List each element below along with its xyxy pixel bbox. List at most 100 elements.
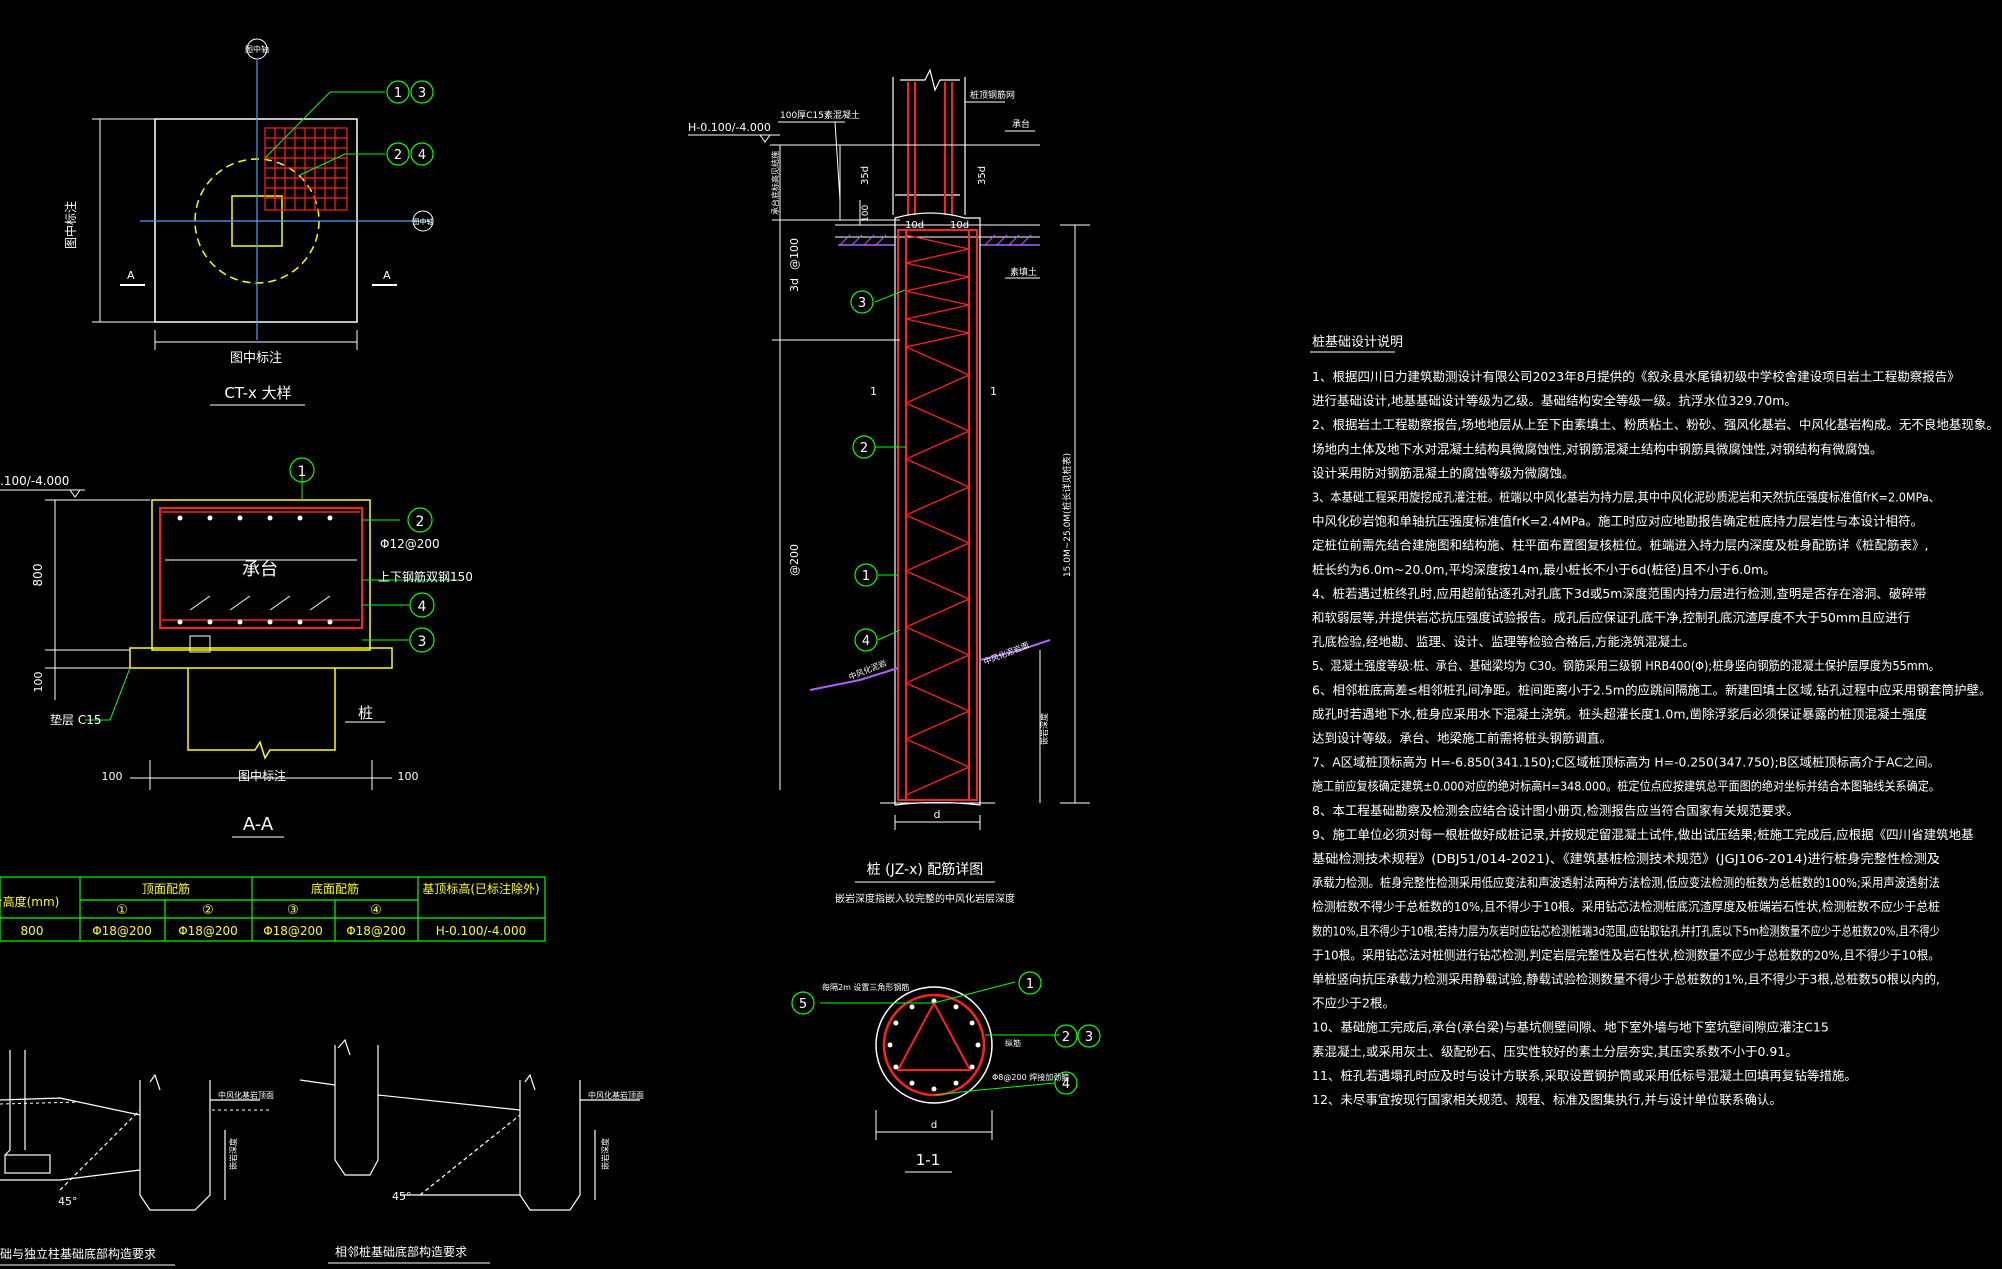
rebar-dot: [953, 1004, 959, 1010]
rebar-mesh: [264, 127, 348, 211]
note-line: 7、A区域桩顶标高为 H=-6.850(341.150);C区域桩顶标高为 H=…: [1312, 755, 1940, 770]
angle-2: 45°: [392, 1190, 412, 1203]
pile-callout-4: 4: [862, 634, 870, 649]
aa-callout-2: 2: [416, 514, 425, 530]
pile-dim-100: 100: [861, 205, 871, 222]
note-line: 桩长约为6.0m~20.0m,平均深度按14m,最小桩长不小于6d(桩径)且不小…: [1312, 562, 1776, 577]
note-line: 于10根。采用钻芯法对桩侧进行钻芯检测,判定岩层完整性及岩石性状,检测数量不应少…: [1312, 947, 1940, 962]
sec-title: 1-1: [916, 1151, 941, 1169]
tbl-h-top: 顶面配筋: [142, 881, 190, 896]
pile-dim-10d-right: 10d: [950, 220, 969, 231]
note-line: 设计采用防对钢筋混凝土的腐蚀等级为微腐蚀。: [1312, 465, 1575, 480]
tbl-sub-4: ④: [370, 903, 382, 918]
pile-dim-10d-left: 10d: [905, 220, 924, 231]
rebar-dot: [931, 1086, 937, 1092]
aa-dim-left: 100: [102, 770, 123, 783]
note-line: 不应少于2根。: [1312, 996, 1395, 1011]
tbl-cell: Φ18@200: [263, 924, 323, 938]
section-mark-right: A: [383, 269, 391, 282]
stirrup-path: [903, 234, 971, 796]
pile-callout-3: 3: [858, 296, 866, 311]
tbl-h-height: 台高度(mm): [0, 894, 59, 909]
aa-elevation: .100/-4.000: [0, 474, 69, 488]
tbl-cell: 800: [21, 924, 44, 938]
pile-subtitle: 嵌岩深度指嵌入较完整的中风化岩层深度: [835, 892, 1015, 905]
design-notes: 桩基础设计说明 1、根据四川日力建筑勘测设计有限公司2023年8月提供的《叙永县…: [1310, 335, 1999, 1107]
callout-2: 2: [394, 148, 402, 163]
dim-label-bottom: 图中标注: [230, 351, 282, 366]
aa-pile-label: 桩: [358, 704, 373, 722]
aa-dim-mid: 图中标注: [238, 768, 286, 783]
rebar-dot: [887, 1042, 893, 1048]
note-line: 12、未尽事宜按现行国家相关规范、规程、标准及图集执行,并与设计单位联系确认。: [1312, 1092, 1782, 1107]
sec-callout-1: 1: [1026, 977, 1034, 992]
pile-soil-note: 素填土: [1010, 266, 1037, 278]
note-line: 素混凝土,或采用灰土、级配砂石、压实性较好的素土分层夯实,其压实系数不小于0.9…: [1312, 1044, 1798, 1059]
note-line: 孔底检验,经地勘、监理、设计、监理等检验合格后,方能浇筑混凝土。: [1312, 634, 1695, 649]
pile-callout-1: 1: [862, 569, 870, 584]
sec-callout-5: 5: [799, 997, 807, 1012]
tbl-cell: H-0.100/-4.000: [436, 924, 526, 938]
angle-1: 45°: [58, 1195, 78, 1208]
callout-1: 1: [394, 86, 402, 101]
rebar-dot: [975, 1042, 981, 1048]
tbl-cell: Φ18@200: [178, 924, 238, 938]
aa-height-800: 800: [31, 564, 45, 587]
note-1: 中风化基岩顶面: [218, 1090, 274, 1100]
aa-section: .100/-4.000 800 100 承台: [0, 457, 473, 838]
note-line: 和软弱层等,并提供岩芯抗压强度试验报告。成孔后应保证孔底干净,控制孔底沉渣厚度不…: [1312, 610, 1910, 625]
pile-total-length: 15.0M~25.0M(桩长详见桩表): [1061, 453, 1073, 577]
note-2: 中风化基岩顶面: [588, 1090, 644, 1100]
tbl-sub-2: ②: [202, 903, 214, 918]
note-line: 数的10%,且不得少于10根;若持力层为灰岩时应钻芯检测桩端3d范围,应钻取钻孔…: [1312, 923, 1940, 938]
tbl-h-elev: 基顶标高(已标注除外): [422, 881, 539, 896]
note-line: 2、根据岩土工程勘察报告,场地地层从上至下由素填土、粉质粘土、粉砂、强风化基岩、…: [1312, 417, 1999, 432]
note-line: 中风化砂岩饱和单轴抗压强度标准值frK=2.4MPa。施工时应对应地勘报告确定桩…: [1312, 514, 1923, 529]
sec-callout-3: 3: [1085, 1030, 1093, 1045]
sec-note-spiral: 每隔2m 设置三角形钢筋: [822, 982, 909, 992]
rebar-dot: [893, 1020, 899, 1026]
note-line: 单桩竖向抗压承载力检测采用静载试验,静载试验检测数量不得少于总桩数的1%,且不得…: [1312, 972, 1940, 987]
stirrup-spiral: [903, 234, 971, 796]
aa-cap-label: 承台: [242, 559, 278, 580]
ct-detail: 图中轴 图中轴 1 3 2 4 A A 图中标注 图中标注 CT-x 大样: [63, 38, 434, 406]
note-line: 5、混凝土强度等级:桩、承台、基础梁均为 C30。钢筋采用三级钢 HRB400(…: [1312, 658, 1940, 673]
note-line: 基础检测技术规程》(DBJ51/014-2021)、《建筑基桩检测技术规范》(J…: [1312, 851, 1941, 866]
note-line: 承载力检测。桩身完整性检测采用低应变法和声波透射法两种方法检测,低应变法检测的桩…: [1312, 875, 1940, 890]
aa-callout-4: 4: [418, 599, 427, 615]
pile-title: 桩 (JZ-x) 配筋详图: [867, 861, 984, 878]
callout-4: 4: [418, 148, 426, 163]
pile-elevation: H-0.100/-4.000: [688, 121, 771, 134]
aa-cushion-label: 垫层 C15: [50, 712, 101, 727]
rebar-dot: [893, 1064, 899, 1070]
rebar-dot: [969, 1064, 975, 1070]
note-line: 10、基础施工完成后,承台(承台梁)与基坑侧壁间隙、地下室外墙与地下室坑壁间隙应…: [1312, 1020, 1829, 1035]
aa-dim-right: 100: [398, 770, 419, 783]
bottom-details: 45° 中风化基岩顶面 嵌岩深度 础与独立柱基础底部构造要求 45° 中风化基岩…: [0, 1038, 644, 1266]
axis-top-label: 图中轴: [245, 44, 269, 54]
sec-note-stirrup: Φ8@200 焊接加劲箍: [992, 1072, 1069, 1082]
pile-vertical-note: 承台底标高见结施: [770, 151, 780, 215]
notes-title: 桩基础设计说明: [1312, 335, 1403, 350]
pile-dim-d: d: [934, 808, 941, 821]
note-line: 达到设计等级。承台、地梁施工前需将桩头钢筋调直。: [1312, 731, 1612, 746]
rebar-dot: [909, 1004, 915, 1010]
note-line: 6、相邻桩底高差≤相邻桩孔间净距。桩间距离小于2.5m的应跳间隔施工。新建回填土…: [1312, 682, 1991, 697]
pile-section: 5 1 2 3 4 每隔2m 设置三角形钢筋 纵筋 Φ8@200 焊接加劲箍 d…: [791, 971, 1101, 1173]
aa-title: A-A: [243, 814, 274, 835]
aa-callout-3: 3: [418, 634, 427, 650]
note-line: 定桩位前需先结合建施图和结构施、柱平面布置图复核桩位。桩端进入持力层内深度及桩身…: [1312, 538, 1928, 553]
sec-callout-2: 2: [1062, 1030, 1070, 1045]
pile-note-1: 100厚C15素混凝土: [780, 109, 860, 121]
ct-title: CT-x 大样: [224, 384, 291, 402]
pile-callout-2: 2: [860, 441, 868, 456]
axis-right-label: 图中轴: [413, 217, 434, 226]
rebar-dot: [953, 1080, 959, 1086]
sec-dim-d: d: [931, 1120, 937, 1131]
dim-1: 嵌岩深度: [228, 1138, 238, 1170]
tbl-sub-1: ①: [116, 903, 128, 918]
pile-section-mark-right: 1: [990, 385, 997, 398]
left-title: 础与独立柱基础底部构造要求: [0, 1246, 156, 1261]
rebar-table: 台高度(mm) 顶面配筋 底面配筋 基顶标高(已标注除外) ① ② ③ ④ 80…: [0, 876, 546, 942]
